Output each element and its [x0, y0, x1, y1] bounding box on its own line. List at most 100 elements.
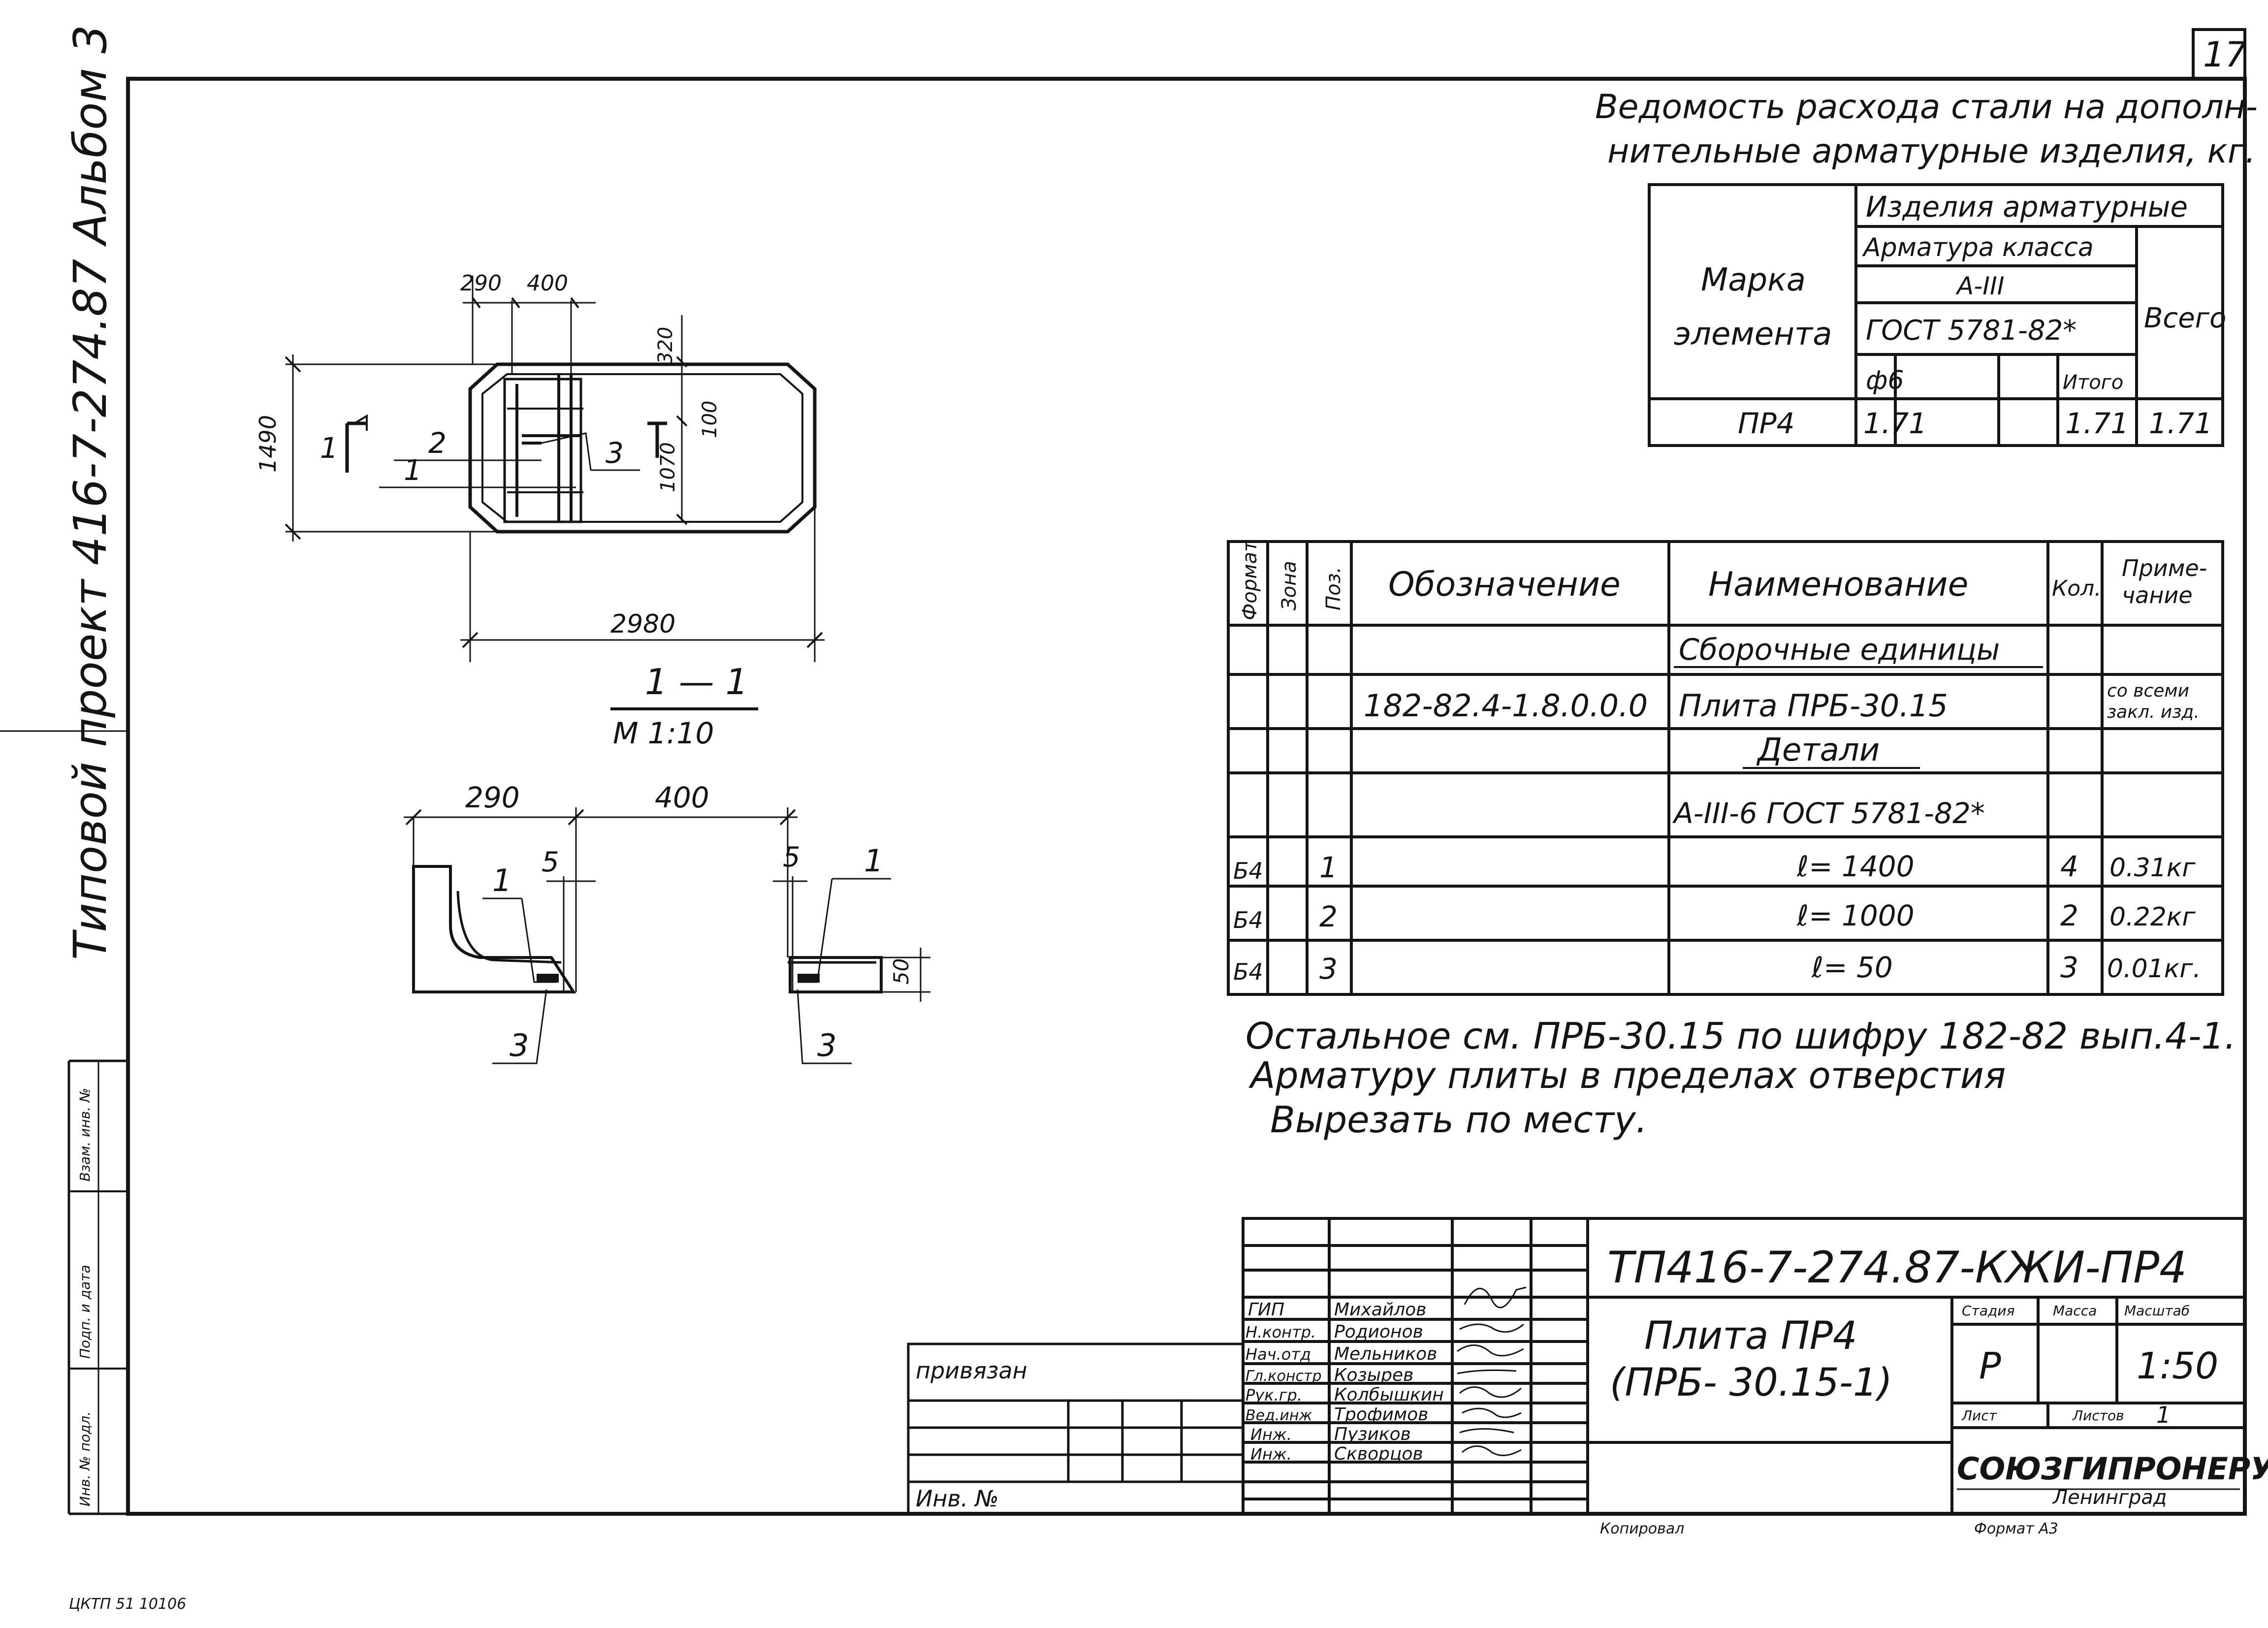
plan-view: 290 400 320 100 1070 1490 2980 1 2 1 3: [255, 271, 825, 662]
group-header: Изделия арматурные: [1866, 190, 2188, 223]
steel-consumption-table: Ведомость расхода стали на дополн- нител…: [1595, 88, 2258, 447]
stage-value: Р: [1979, 1345, 2001, 1387]
class-header: Арматура класса: [1862, 233, 2094, 262]
side-col-inv: Инв. № подл.: [77, 1411, 93, 1506]
mass-label: Масса: [2053, 1303, 2097, 1319]
assembly-note-2: закл. изд.: [2107, 702, 2200, 722]
row1-poz: 1: [1319, 851, 1338, 884]
section-dim-5b: 5: [783, 841, 800, 873]
row2-note: 0.22кг: [2109, 902, 2196, 932]
kopirovala-label: Копировал: [1600, 1520, 1684, 1537]
privyazan-block: [907, 1342, 1245, 1515]
name-4: Козырев: [1334, 1365, 1413, 1385]
name-5: Колбышкин: [1334, 1385, 1444, 1405]
scale-value: 1:50: [2137, 1345, 2218, 1387]
doc-code: ТП416-7-274.87-КЖИ-ПР4: [1607, 1242, 2187, 1293]
role-6: Вед.инж: [1246, 1407, 1312, 1424]
row1-name: ℓ= 1400: [1796, 850, 1915, 883]
row1-kol: 4: [2060, 850, 2078, 883]
rebar-pos3-left: [537, 974, 559, 983]
format-label: Формат А3: [1974, 1520, 2058, 1537]
plan-dim-320: 320: [654, 327, 677, 364]
side-col-replace: Взам. инв. №: [77, 1088, 93, 1181]
plan-dim-290: 290: [460, 271, 502, 296]
stage-label: Стадия: [1962, 1303, 2014, 1319]
hdr-format: Формат: [1239, 540, 1261, 620]
doc-name-1: Плита ПР4: [1644, 1314, 1857, 1358]
section-dim-50: 50: [889, 958, 913, 985]
class-value: А-III: [1955, 272, 2004, 300]
row3-note: 0.01кг.: [2107, 954, 2201, 984]
plan-dim-400: 400: [527, 271, 568, 296]
side-stamp: Типовой проект 416-7-274.87 Альбом 3: [64, 25, 117, 960]
plan-dim-1490: 1490: [255, 415, 281, 473]
vsego-header: Всего: [2144, 302, 2226, 334]
role-7: Инж.: [1250, 1425, 1292, 1444]
notes-block: Остальное см. ПРБ-30.15 по шифру 182-82 …: [1246, 1015, 2236, 1141]
row-vsego: 1.71: [2149, 407, 2212, 440]
role-8: Инж.: [1250, 1445, 1292, 1464]
sheets-label: Листов: [2072, 1407, 2124, 1424]
name-8: Скворцов: [1334, 1444, 1423, 1464]
section-profile: [412, 865, 576, 993]
hdr-naimenovanie: Наименование: [1708, 565, 1968, 604]
name-3: Мельников: [1334, 1344, 1437, 1364]
section-details: Детали: [1756, 732, 1880, 768]
gost-header: ГОСТ 5781-82*: [1866, 315, 2076, 347]
section-pos-1-left: 1: [492, 862, 511, 898]
privyazan-inv: Инв. №: [916, 1485, 999, 1512]
phi-header: ф6: [1866, 366, 1904, 395]
row-mark: ПР4: [1738, 407, 1795, 440]
plan-dim-1070: 1070: [657, 442, 679, 492]
section-dim-400: 400: [655, 781, 709, 814]
section-dim-290: 290: [465, 781, 520, 814]
plan-pos-2: 2: [428, 426, 447, 460]
assembly-note-1: со всеми: [2107, 681, 2189, 701]
row2-kol: 2: [2060, 899, 2078, 932]
section-pos-1-right: 1: [864, 843, 883, 879]
steel-table-title-line2: нительные арматурные изделия, кг.: [1607, 132, 2256, 171]
signature-rows: ГИП Михайлов Н.контр. Родионов Нач.отд М…: [1246, 1300, 1444, 1464]
col-mark-2: элемента: [1674, 316, 1832, 352]
hdr-kol: Кол.: [2052, 576, 2101, 601]
plan-pos-1: 1: [404, 453, 422, 487]
row3-name: ℓ= 50: [1811, 951, 1893, 984]
specification-table: Формат Зона Поз. Обозначение Наименовани…: [1227, 540, 2224, 996]
role-1: ГИП: [1248, 1300, 1284, 1320]
org-name: СОЮЗГИПРОНЕРУД: [1957, 1451, 2268, 1487]
hdr-poz: Поз.: [1322, 567, 1345, 610]
name-6: Трофимов: [1334, 1405, 1428, 1425]
side-col-signature: Подп. и дата: [77, 1265, 93, 1359]
section-mark-left: 1: [320, 431, 338, 465]
title-block: ТП416-7-274.87-КЖИ-ПР4 Плита ПР4 (ПРБ- 3…: [1242, 1217, 2268, 1515]
itogo-header: Итого: [2063, 371, 2123, 394]
steel-table-title-line1: Ведомость расхода стали на дополн-: [1595, 88, 2258, 127]
plan-dim-100: 100: [699, 401, 721, 438]
hdr-primechanie-2: чание: [2122, 582, 2193, 608]
section-dim-5a: 5: [542, 846, 559, 878]
note-line-1: Остальное см. ПРБ-30.15 по шифру 182-82 …: [1246, 1015, 2236, 1057]
section-title: 1 — 1: [645, 661, 748, 702]
assembly-oboznachenie: 182-82.4-1.8.0.0.0: [1364, 688, 1648, 724]
row-itogo: 1.71: [2065, 407, 2129, 440]
section-view: 1 — 1 М 1:10 290 400 5 5 50 1 1 3: [404, 661, 930, 1064]
section-assembly: Сборочные единицы: [1679, 633, 2000, 667]
role-3: Нач.отд: [1246, 1345, 1311, 1364]
section-pos-3-right: 3: [817, 1027, 836, 1063]
hdr-primechanie-1: Приме-: [2122, 555, 2207, 581]
name-1: Михайлов: [1334, 1300, 1426, 1320]
org-city: Ленинград: [2052, 1486, 2167, 1509]
sheet-label: Лист: [1961, 1407, 1997, 1424]
row2-poz: 2: [1319, 900, 1338, 933]
sheet-number: 17: [2203, 34, 2247, 75]
rebar-pos3-right: [798, 974, 820, 983]
sheets-value: 1: [2156, 1402, 2171, 1428]
note-line-2: Арматуру плиты в пределах отверстия: [1248, 1054, 2006, 1097]
doc-name-2: (ПРБ- 30.15-1): [1610, 1361, 1892, 1405]
material-line: А-III-6 ГОСТ 5781-82*: [1672, 797, 1985, 830]
note-line-3: Вырезать по месту.: [1270, 1099, 1647, 1141]
assembly-naimenovanie: Плита ПРБ-30.15: [1679, 688, 1948, 724]
role-5: Рук.гр.: [1246, 1386, 1302, 1405]
privyazan-label: привязан: [916, 1357, 1027, 1384]
